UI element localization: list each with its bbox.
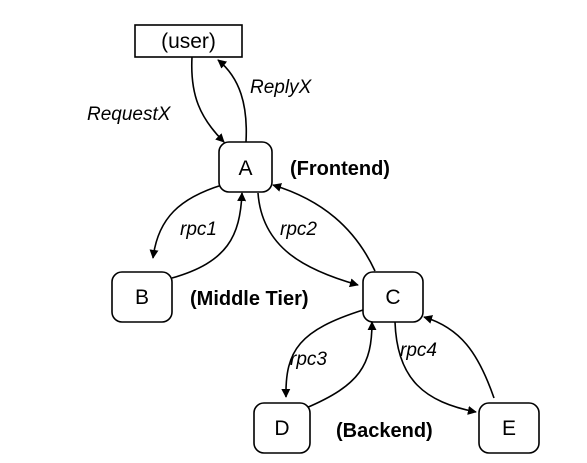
edge-label-rpc2: rpc2 — [280, 219, 317, 240]
node-d-label: D — [274, 417, 289, 440]
node-user: (user) — [134, 24, 243, 58]
edge-rpc2-reply — [272, 183, 376, 272]
edge-label-rpc4: rpc4 — [400, 340, 437, 361]
node-b: B — [111, 271, 173, 323]
tier-label-frontend: (Frontend) — [290, 158, 390, 180]
tier-label-backend: (Backend) — [336, 420, 433, 442]
edge-label-replyx: ReplyX — [250, 77, 313, 98]
edge-replyx — [217, 59, 248, 143]
tier-label-middle: (Middle Tier) — [190, 288, 309, 310]
node-a-label: A — [238, 157, 252, 180]
edge-label-requestx: RequestX — [87, 104, 172, 125]
node-d: D — [253, 402, 311, 454]
edge-label-rpc3: rpc3 — [290, 349, 327, 370]
edge-rpc3-request — [281, 309, 364, 398]
node-b-label: B — [135, 286, 149, 309]
node-user-label: (user) — [161, 30, 216, 53]
edge-label-rpc1: rpc1 — [180, 219, 217, 240]
edge-rpc1-reply — [171, 192, 247, 279]
node-c-label: C — [385, 286, 400, 309]
node-a: A — [218, 141, 273, 193]
node-e: E — [478, 402, 540, 454]
edge-rpc4-request — [394, 321, 477, 415]
edge-requestx — [190, 56, 225, 143]
edge-rpc2-request — [257, 192, 359, 288]
edge-rpc3-reply — [305, 321, 377, 409]
edge-rpc1-request — [149, 184, 223, 259]
node-e-label: E — [502, 417, 516, 440]
node-c: C — [362, 271, 424, 323]
edge-rpc4-reply — [423, 315, 495, 399]
